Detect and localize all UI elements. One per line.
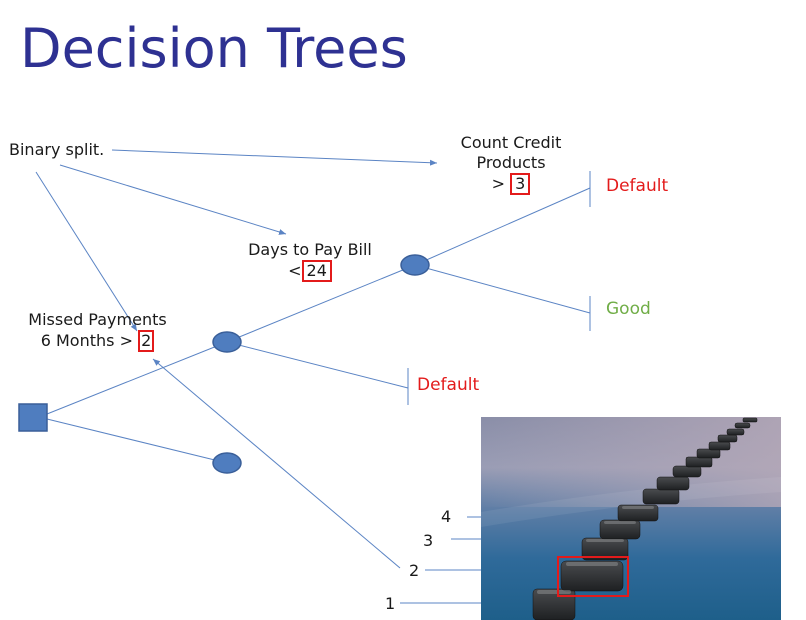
leaf-bottom-default: Default [417, 375, 480, 395]
days-to-pay-threshold-box: 24 [301, 260, 332, 282]
count-credit-threshold-box: 3 [510, 173, 531, 195]
leaf-middle-good: Good [606, 299, 651, 319]
stepping-stones-photo [481, 417, 781, 620]
root-node [18, 403, 48, 432]
split-node-lower [212, 452, 242, 474]
edge-root-to-upper [46, 341, 228, 415]
count-credit-line3: > 3 [434, 173, 588, 195]
missed-payments-line1: Missed Payments [28, 310, 167, 329]
edge-node2-to-leaf-top [414, 187, 591, 266]
binary-split-label: Binary split. [9, 140, 105, 159]
missed-payments-prefix: 6 Months > [40, 331, 133, 350]
count-credit-line2: Products [476, 153, 546, 172]
leaf-top-default: Default [606, 176, 669, 196]
days-to-pay-line1: Days to Pay Bill [248, 240, 372, 259]
step-label-2: 2 [409, 561, 420, 580]
missed-payments-threshold-box: 2 [138, 330, 155, 352]
count-credit-line1: Count Credit [460, 133, 562, 152]
step-label-3: 3 [423, 531, 434, 550]
missed-payments-line2: 6 Months > 2 [15, 330, 180, 352]
step-label-4: 4 [441, 507, 452, 526]
split-node-missed-payments [212, 331, 242, 353]
split-node-days-to-pay [400, 254, 430, 276]
arrow-split-to-missed-payments [35, 171, 138, 332]
edge-root-to-lower [46, 418, 228, 464]
edge-node2-to-leaf-middle [414, 264, 591, 314]
days-to-pay-line2: <24 [232, 260, 388, 282]
count-credit-operator: > [491, 174, 506, 193]
arrow-split-to-count-credit [111, 149, 438, 166]
missed-payments-label: Missed Payments 6 Months > 2 [15, 310, 180, 352]
step-label-1: 1 [385, 594, 396, 613]
days-to-pay-label: Days to Pay Bill <24 [232, 240, 388, 282]
arrow-split-to-days-to-pay [59, 164, 287, 235]
stepping-stones-illustration [481, 417, 781, 620]
edge-node1-to-node2 [226, 264, 416, 343]
count-credit-label: Count Credit Products > 3 [434, 133, 588, 195]
slide-title: Decision Trees [20, 17, 408, 80]
arrow-step2-to-missed-threshold [152, 358, 401, 569]
days-to-pay-operator: < [288, 261, 302, 280]
edge-node1-to-leaf-bottom [226, 341, 409, 389]
step2-highlight-box [557, 556, 629, 597]
